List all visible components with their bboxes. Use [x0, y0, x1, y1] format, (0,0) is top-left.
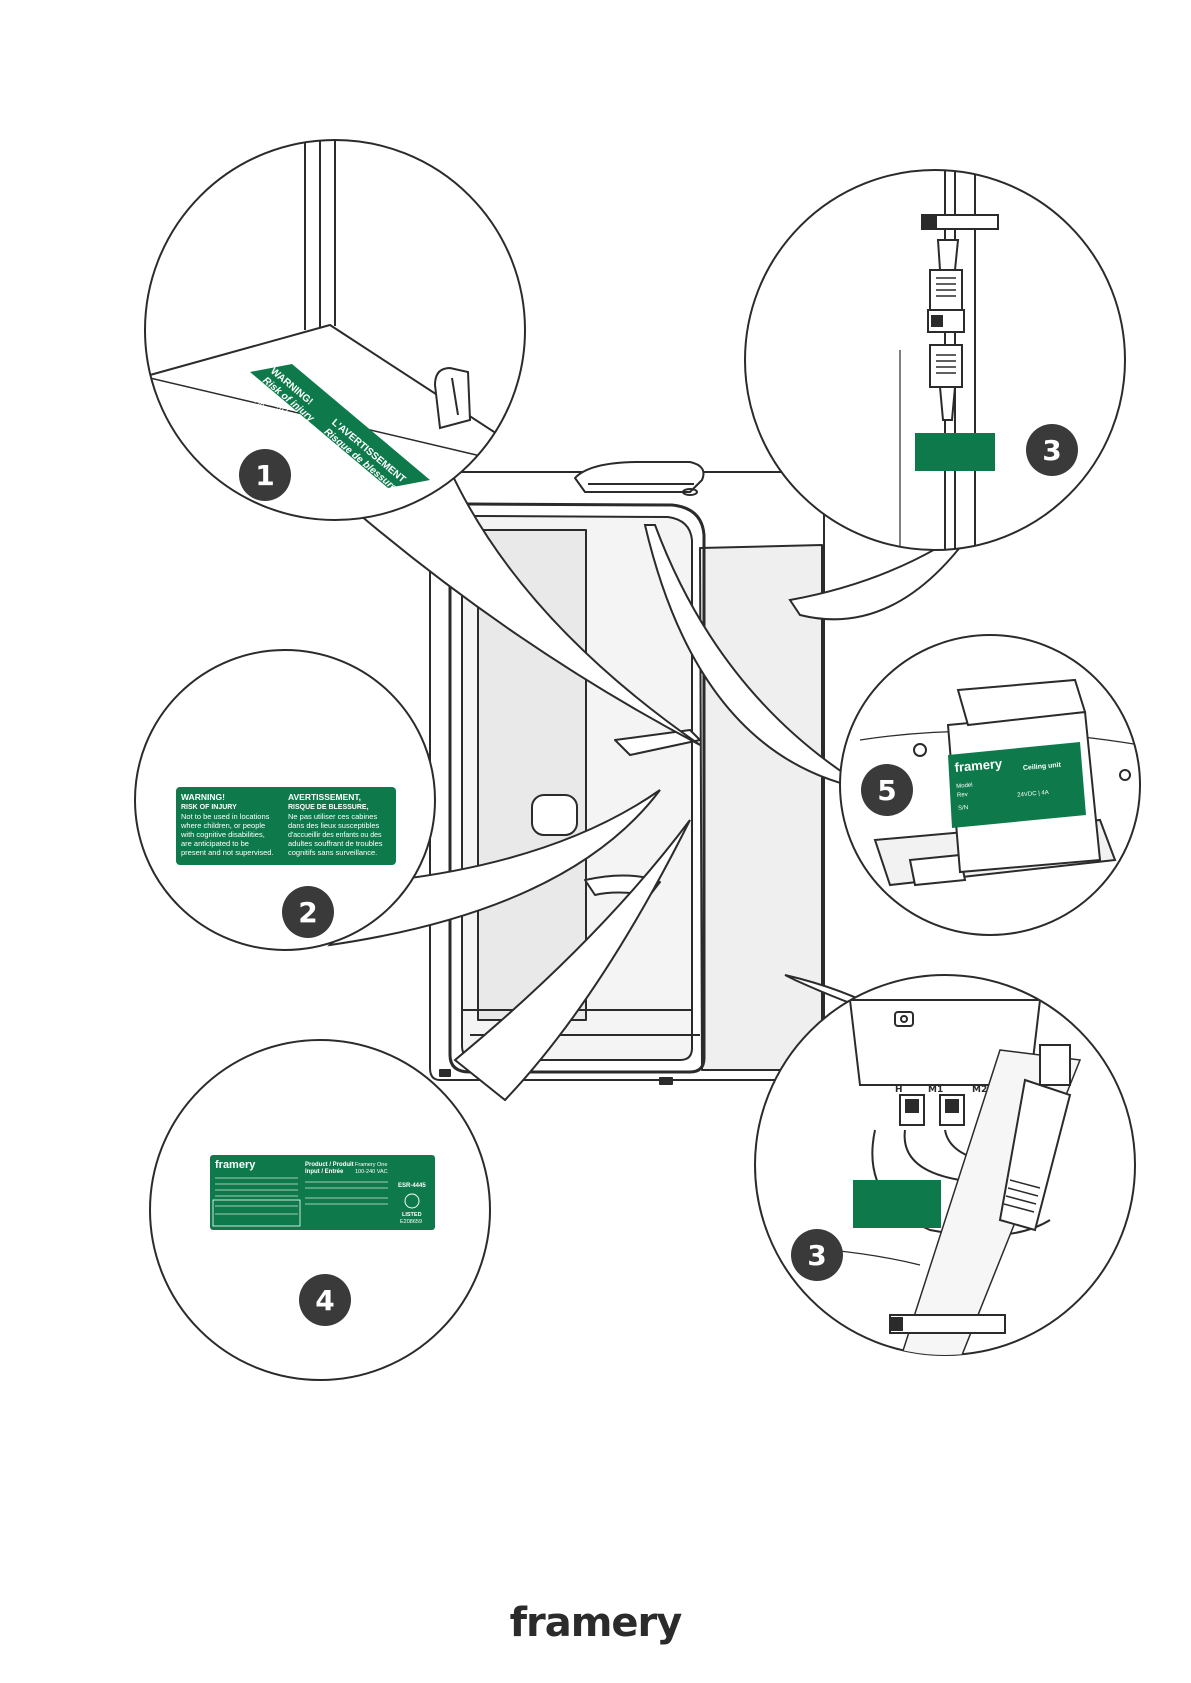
label4-input-hdr: Input / Entrée: [305, 1169, 344, 1175]
callout-number-3b: 3: [807, 1239, 826, 1272]
connector-label-m1: M1: [928, 1085, 943, 1095]
callout-badge-3a: 3: [1026, 424, 1078, 476]
label2-en-line-3: with cognitive disabilities,: [180, 830, 265, 839]
ceiling-connector-labels: H M1 M2: [895, 1085, 987, 1095]
small-warning-label-3a: [915, 433, 995, 471]
label5-brand: framery: [954, 756, 1004, 775]
callout-3a: 3: [744, 169, 1126, 551]
label5-field-3: S/N: [958, 805, 969, 812]
pod-table: [614, 729, 701, 756]
label2-en-sub: RISK OF INJURY: [181, 804, 237, 811]
label4-listed: LISTED: [402, 1212, 422, 1218]
callout-badge-4: 4: [299, 1274, 351, 1326]
callout-badge-2: 2: [282, 886, 334, 938]
pointer-4: [453, 819, 691, 1102]
label2-fr-line-3: d'accueillir des enfants ou des: [288, 832, 382, 839]
label2-fr-line-1: Ne pas utiliser ces cabines: [288, 812, 377, 821]
callout-badge-3b: 3: [791, 1229, 843, 1281]
label4-listing-no: E208659: [400, 1219, 422, 1225]
label2-en-title: WARNING!: [181, 792, 225, 802]
callout-5: framery Ceiling unit Model Rev S/N 24VDC…: [839, 634, 1141, 936]
label5-title: Ceiling unit: [1023, 762, 1062, 772]
label2-fr-sub: RISQUE DE BLESSURE,: [288, 804, 369, 811]
label2-fr-line-4: adultes souffrant de troubles: [288, 839, 383, 848]
ceiling-unit-label: framery Ceiling unit Model Rev S/N 24VDC…: [948, 742, 1086, 828]
callout-number-5: 5: [877, 774, 896, 807]
callout-number-1: 1: [255, 459, 274, 492]
callout-number-2: 2: [298, 896, 317, 929]
callout-3b: H M1 M2 3: [754, 974, 1136, 1356]
callout-number-4: 4: [315, 1284, 334, 1317]
label2-en-line-1: Not to be used in locations: [181, 812, 270, 821]
callout-4: framery Product / Produit Input / Entrée…: [149, 1039, 491, 1381]
warning-label-2: WARNING! RISK OF INJURY Not to be used i…: [176, 787, 396, 865]
ceiling-vent: [574, 461, 705, 493]
connector-label-h: H: [895, 1085, 903, 1095]
callout-number-3a: 3: [1042, 434, 1061, 467]
label4-code: ESR-4445: [398, 1183, 426, 1189]
callout-1: WARNING! Risk of injury Maximum load 12 …: [144, 139, 526, 521]
label5-field-1: Model: [956, 783, 973, 790]
callout-badge-1: 1: [239, 449, 291, 501]
label2-fr-line-5: cognitifs sans surveillance.: [288, 848, 377, 857]
label4-product-val: Framery One: [355, 1162, 387, 1168]
label2-en-line-5: present and not supervised.: [181, 848, 274, 857]
label5-rating: 24VDC | 4A: [1017, 790, 1049, 799]
label2-fr-title: AVERTISSEMENT,: [288, 792, 361, 802]
rating-plate-label: framery Product / Produit Input / Entrée…: [210, 1155, 435, 1230]
label2-fr-line-2: dans des lieux susceptibles: [288, 821, 380, 830]
label4-brand: framery: [215, 1159, 256, 1171]
pointer-2: [327, 789, 661, 947]
pointer-1: [358, 468, 701, 746]
framery-logo: framery: [509, 1600, 683, 1646]
callout-2: WARNING! RISK OF INJURY Not to be used i…: [134, 649, 436, 951]
small-warning-label-3b: [853, 1180, 941, 1228]
connector-label-m2: M2: [972, 1085, 987, 1095]
label2-en-line-2: where children, or people: [180, 821, 265, 830]
pod-wall-pad: [531, 794, 578, 836]
pod-side-panel: [699, 544, 823, 1071]
label4-input-val: 100-240 VAC: [355, 1169, 388, 1175]
label5-field-2: Rev: [957, 792, 968, 799]
callout-badge-5: 5: [861, 764, 913, 816]
label2-en-line-4: are anticipated to be: [181, 839, 249, 848]
label4-product-hdr: Product / Produit: [305, 1162, 354, 1168]
